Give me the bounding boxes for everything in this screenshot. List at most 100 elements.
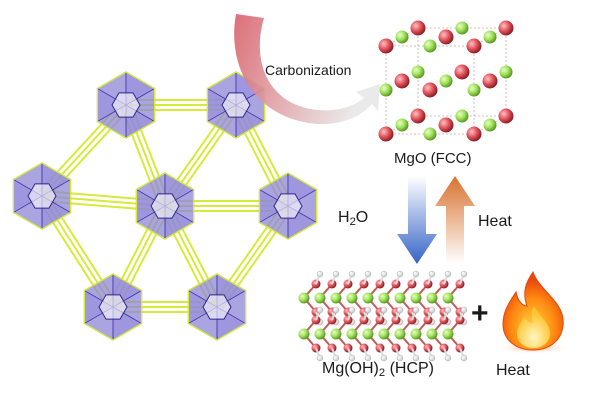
mg-atom xyxy=(483,118,497,132)
mof-cluster xyxy=(135,172,195,240)
h-atom xyxy=(460,354,468,362)
water-label-o: O xyxy=(355,209,369,226)
heat-flame-label: Heat xyxy=(496,362,530,379)
o-atom xyxy=(410,108,426,124)
o-atom xyxy=(378,126,394,142)
o-atom xyxy=(454,64,470,80)
h-atom xyxy=(396,306,404,314)
h-atom xyxy=(444,270,452,278)
mof-cluster-pore xyxy=(273,193,303,219)
h-atom xyxy=(396,354,404,362)
h-atom xyxy=(348,354,356,362)
h-atom xyxy=(364,354,372,362)
mof-cluster xyxy=(206,71,266,139)
o-atom xyxy=(378,38,394,54)
mg-atom xyxy=(410,292,422,304)
mg-atom xyxy=(330,328,342,340)
mg-atom xyxy=(314,328,326,340)
mg-atom xyxy=(378,328,390,340)
mof-clusters xyxy=(12,71,318,341)
h-atom xyxy=(428,306,436,314)
mg-atom xyxy=(394,292,406,304)
h-atom xyxy=(412,270,420,278)
carbonization-label: Carbonization xyxy=(265,62,352,78)
mof-cluster-edge xyxy=(12,162,72,230)
o-atom xyxy=(422,82,438,98)
mof-cluster xyxy=(187,273,247,341)
mg-atom xyxy=(411,65,425,79)
mof-cluster xyxy=(12,162,72,230)
h-atom xyxy=(460,270,468,278)
mg-atom xyxy=(394,328,406,340)
h-atom xyxy=(332,270,340,278)
mg-atom xyxy=(483,30,497,44)
h-atom xyxy=(316,270,324,278)
o-atom xyxy=(498,20,514,36)
o-atom xyxy=(394,73,410,89)
mof-cluster-pore xyxy=(98,294,128,320)
mof-cluster xyxy=(258,172,318,240)
mgoh2-layered-crystal-icon xyxy=(298,270,468,362)
mg-atom xyxy=(439,74,453,88)
h-atom xyxy=(364,306,372,314)
mg-atom xyxy=(379,83,393,97)
hydration-arrow xyxy=(397,176,437,264)
h-atom xyxy=(380,306,388,314)
mof-cluster-edge xyxy=(258,172,318,240)
mg-atom xyxy=(442,292,454,304)
mg-atom xyxy=(467,83,481,97)
plus-sign: + xyxy=(471,297,489,330)
mof-cluster-pore xyxy=(221,92,251,118)
mg-atom xyxy=(395,30,409,44)
mg-atom xyxy=(298,328,310,340)
water-label: H2O xyxy=(338,209,368,228)
o-atom xyxy=(466,126,482,142)
heat-arrow-label: Heat xyxy=(478,213,512,230)
mg-atom xyxy=(426,292,438,304)
mg-atom xyxy=(423,127,437,141)
o-atom xyxy=(438,117,454,133)
h-atom xyxy=(348,306,356,314)
mg-atom xyxy=(455,21,469,35)
mof-cluster-edge xyxy=(96,71,156,139)
mof-cluster-edge xyxy=(83,273,143,341)
o-atom xyxy=(438,29,454,45)
flame-icon xyxy=(495,270,571,354)
mof-cluster-edge xyxy=(187,273,247,341)
mg-atom xyxy=(378,292,390,304)
mg-atom xyxy=(423,39,437,53)
h-atom xyxy=(348,270,356,278)
h-atom xyxy=(412,306,420,314)
mgo-fcc-crystal-icon xyxy=(378,20,514,142)
mof-framework-icon xyxy=(12,71,318,341)
mgo-fcc-label: MgO (FCC) xyxy=(394,150,472,167)
mg-atom xyxy=(442,328,454,340)
water-label-subscript: 2 xyxy=(349,216,356,228)
mof-cluster-pore xyxy=(27,183,57,209)
mgoh2-label-head: Mg(OH) xyxy=(322,360,379,377)
h-atom xyxy=(428,270,436,278)
mof-cluster-edge xyxy=(135,172,195,240)
mgoh2-hcp-label: Mg(OH)2 (HCP) xyxy=(322,360,434,379)
water-label-h: H xyxy=(338,209,350,226)
h-atom xyxy=(428,354,436,362)
mof-cluster xyxy=(96,71,156,139)
mof-cluster-pore xyxy=(202,294,232,320)
h-atom xyxy=(444,354,452,362)
mg-atom xyxy=(455,109,469,123)
h-atom xyxy=(316,354,324,362)
mg-atom xyxy=(346,328,358,340)
mof-cluster xyxy=(83,273,143,341)
o-atom xyxy=(466,38,482,54)
mg-atom xyxy=(426,328,438,340)
h-atom xyxy=(412,354,420,362)
mg-atom xyxy=(410,328,422,340)
h-atom xyxy=(316,306,324,314)
mg-atom xyxy=(314,292,326,304)
h-atom xyxy=(364,270,372,278)
h-atom xyxy=(396,270,404,278)
mg-atom xyxy=(362,292,374,304)
mg-atom xyxy=(330,292,342,304)
mof-cluster-pore xyxy=(111,92,141,118)
